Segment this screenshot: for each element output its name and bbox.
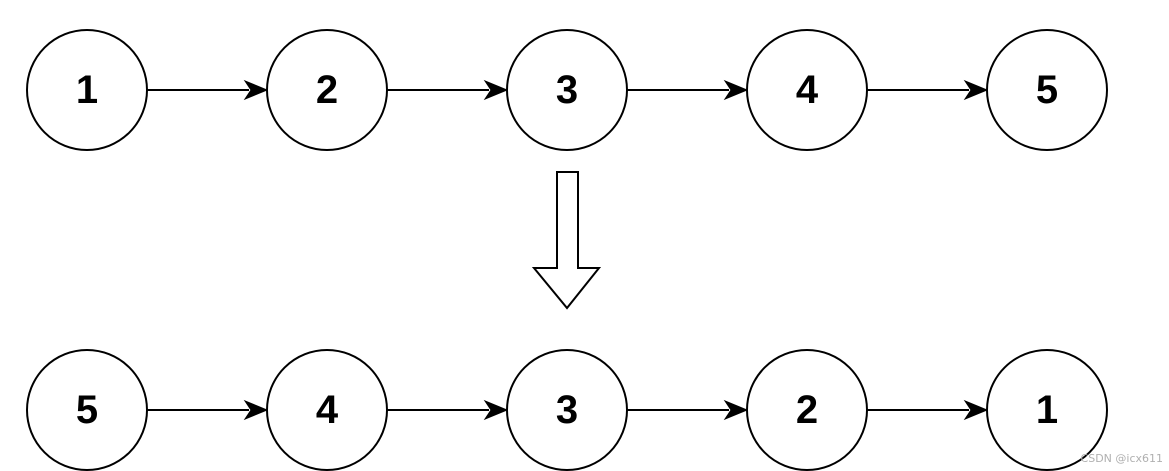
node-circle [26, 349, 148, 471]
list-node: 4 [746, 29, 868, 151]
node-circle [986, 349, 1108, 471]
link-arrow-head [243, 79, 269, 101]
node-circle [746, 29, 868, 151]
list-node: 2 [266, 29, 388, 151]
list-node: 1 [986, 349, 1108, 471]
node-circle [26, 29, 148, 151]
list-node: 5 [986, 29, 1108, 151]
link-arrow-head [963, 79, 989, 101]
node-circle [266, 29, 388, 151]
reversal-arrow [531, 171, 602, 310]
link-arrow-head [483, 79, 509, 101]
node-value: 4 [316, 388, 339, 432]
link-arrow-head [483, 399, 509, 421]
node-value: 5 [1036, 68, 1058, 112]
link-arrow-head [723, 399, 749, 421]
node-value: 3 [556, 388, 578, 432]
node-value: 1 [1036, 388, 1058, 432]
link-arrow-head [963, 399, 989, 421]
node-value: 3 [556, 68, 578, 112]
node-circle [506, 349, 628, 471]
list-node: 3 [506, 29, 628, 151]
node-value: 1 [76, 68, 98, 112]
list-node: 3 [506, 349, 628, 471]
original-list: 1 2 3 4 5 [26, 29, 1108, 151]
watermark: CSDN @icx611 [1080, 452, 1163, 465]
link-arrow-head [723, 79, 749, 101]
node-circle [746, 349, 868, 471]
node-circle [266, 349, 388, 471]
node-value: 2 [796, 388, 818, 432]
link-arrow-head [243, 399, 269, 421]
node-value: 5 [76, 388, 98, 432]
node-circle [506, 29, 628, 151]
list-node: 1 [26, 29, 148, 151]
node-value: 4 [796, 68, 819, 112]
list-node: 2 [746, 349, 868, 471]
list-node: 4 [266, 349, 388, 471]
node-circle [986, 29, 1108, 151]
reversed-list: 5 4 3 2 1 [26, 349, 1108, 471]
node-value: 2 [316, 68, 338, 112]
list-node: 5 [26, 349, 148, 471]
